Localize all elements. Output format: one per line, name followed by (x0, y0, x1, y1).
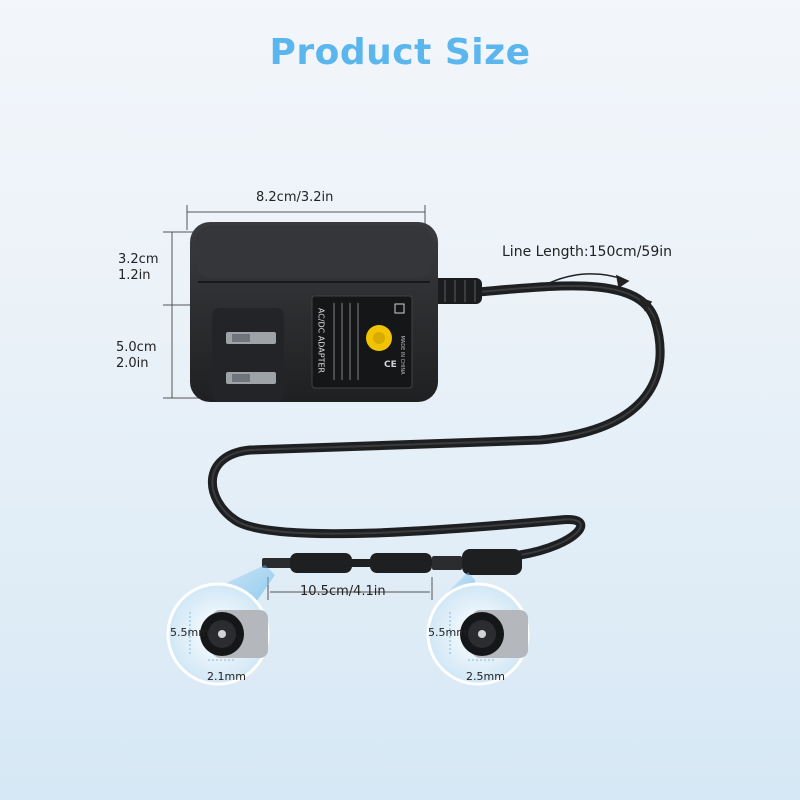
line-length-label: Line Length:150cm/59in (502, 244, 672, 260)
top-height-in: 1.2in (118, 268, 151, 283)
connector-length-label: 10.5cm/4.1in (300, 584, 386, 599)
strain-relief (430, 278, 482, 304)
top-height-label: 3.2cm 1.2in (118, 252, 159, 284)
right-outer-diameter: 5.5mm (428, 626, 467, 639)
svg-text:CE: CE (384, 360, 397, 370)
dc-plug-assembly (262, 549, 522, 575)
right-connector-closeup (426, 582, 530, 686)
adapter-label-made-in: MADE IN CHINA (399, 335, 405, 375)
bottom-height-in: 2.0in (116, 356, 149, 371)
adapter-label-heading: AC/DC ADAPTER (316, 307, 326, 374)
right-inner-diameter: 2.5mm (466, 670, 505, 683)
top-height-cm: 3.2cm (118, 252, 159, 267)
page-title: Product Size (269, 32, 531, 73)
rotation-arrow-icon (544, 273, 664, 393)
left-connector-closeup (166, 582, 270, 686)
plug-prongs (212, 308, 284, 402)
adapter-label-panel: CE (311, 295, 413, 389)
bottom-height-label: 5.0cm 2.0in (116, 340, 157, 372)
left-outer-diameter: 5.5mm (170, 626, 209, 639)
bottom-height-cm: 5.0cm (116, 340, 157, 355)
width-label: 8.2cm/3.2in (256, 190, 334, 205)
left-inner-diameter: 2.1mm (207, 670, 246, 683)
